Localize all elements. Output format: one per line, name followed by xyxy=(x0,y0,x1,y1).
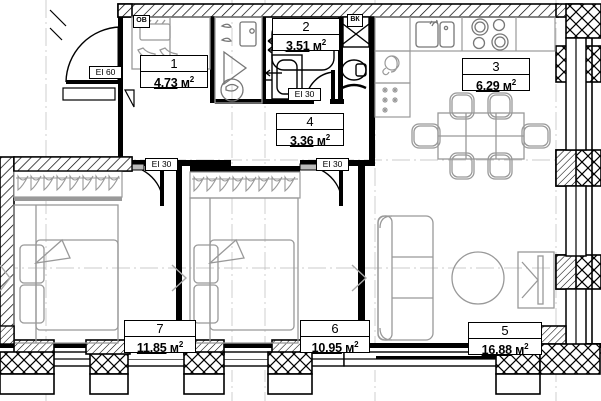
bedroom-7-bed xyxy=(13,204,119,344)
washing-machine xyxy=(265,54,303,100)
kitchen-sink xyxy=(415,19,455,48)
room-label-5: 5 16.88 м2 xyxy=(468,322,542,358)
room-area: 3.36 м2 xyxy=(289,133,331,149)
room-number: 1 xyxy=(141,56,207,72)
stairwell-hatch xyxy=(13,156,133,172)
sliding-door-marks xyxy=(0,264,368,292)
dining-chairs xyxy=(411,92,551,180)
room-area: 4.73 м2 xyxy=(153,75,195,91)
door-tag-ei30-bedroom-left: EI 30 xyxy=(145,158,178,171)
room-label-1: 1 4.73 м2 xyxy=(140,55,208,91)
bedroom-7-wardrobe xyxy=(13,166,123,201)
riser-tag-ov: ОВ xyxy=(133,15,150,28)
toilet xyxy=(341,16,370,90)
room-label-4: 4 3.36 м2 xyxy=(276,113,344,149)
bedroom-6-bed xyxy=(189,197,299,344)
room-area: 10.95 м2 xyxy=(311,340,359,356)
room-number: 6 xyxy=(301,321,369,337)
sofa xyxy=(377,215,434,341)
room-number: 2 xyxy=(273,19,339,35)
room-label-2: 2 3.51 м2 xyxy=(272,18,340,54)
left-corner-pier xyxy=(0,325,15,345)
riser-tag-vk: ВК xyxy=(347,14,363,27)
room-area: 6.29 м2 xyxy=(475,78,517,94)
room-number: 4 xyxy=(277,114,343,130)
room-area: 16.88 м2 xyxy=(481,342,529,358)
cooktop xyxy=(471,18,509,51)
room-label-7: 7 11.85 м2 xyxy=(124,320,196,356)
room-area: 11.85 м2 xyxy=(136,340,184,356)
room-area: 3.51 м2 xyxy=(285,38,327,54)
room-number: 5 xyxy=(469,323,541,339)
entry-area xyxy=(49,9,135,108)
room-label-3: 3 6.29 м2 xyxy=(462,58,530,94)
bedroom-6-wardrobe xyxy=(189,166,301,199)
round-table xyxy=(451,251,505,305)
kitchen-cabinets xyxy=(374,16,556,118)
fridge-and-appliance xyxy=(382,55,400,113)
room-number: 7 xyxy=(125,321,195,337)
door-tag-ei30-bathroom: EI 30 xyxy=(288,88,321,101)
room-number: 3 xyxy=(463,59,529,75)
wc-furniture xyxy=(214,16,263,104)
balcony-door xyxy=(517,251,555,309)
room-label-6: 6 10.95 м2 xyxy=(300,320,370,356)
dining-set xyxy=(411,92,551,180)
entrance-door-swing xyxy=(65,26,121,83)
door-tag-ei60-entrance: EI 60 xyxy=(89,66,122,79)
bottom-wall-with-windows xyxy=(0,339,601,395)
right-exterior-wall xyxy=(539,3,601,375)
door-tag-ei30-bedroom-middle: EI 30 xyxy=(316,158,349,171)
